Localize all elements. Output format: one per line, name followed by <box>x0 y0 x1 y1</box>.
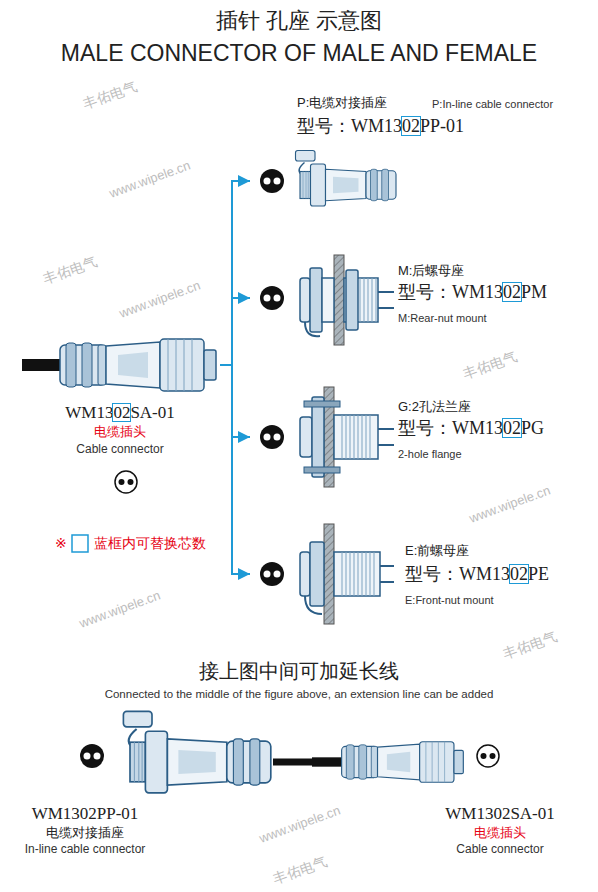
pin-symbol <box>80 744 104 768</box>
note-box <box>72 535 88 552</box>
product-group: WM1302PP-01 电缆对接插座 In-line cable connector <box>8 720 273 860</box>
product-label: 电缆插头 <box>94 425 146 440</box>
product-label: 电缆对接插座 <box>46 826 124 841</box>
core-count-box <box>502 418 522 438</box>
model-number: WM1302SA-01 <box>445 804 555 824</box>
extension-cable <box>273 759 312 766</box>
note-mark: ※ <box>55 535 67 551</box>
model-number: 型号：WM1302PP-01 <box>297 116 464 137</box>
product-label: In-line cable connector <box>25 843 146 857</box>
product-group: WM1302SA-01 电缆插头 Cable connector <box>312 720 590 860</box>
pin-symbol <box>260 286 284 310</box>
branch-arrow <box>220 181 250 365</box>
core-count-box <box>509 564 529 584</box>
product-label: M:Rear-nut mount <box>398 312 487 325</box>
rear-nut-socket <box>300 255 394 345</box>
branch-arrow <box>220 298 250 365</box>
socket-symbol <box>477 745 499 767</box>
subtitle: MALE CONNECTOR OF MALE AND FEMALE <box>61 40 537 66</box>
watermark: 丰佑电气 <box>41 253 99 287</box>
model-number: 型号：WM1302PM <box>398 282 547 303</box>
core-count-box <box>401 116 421 136</box>
product-group: G:2孔法兰座型号：WM1302PG 2-hole flange <box>250 384 592 492</box>
watermark: www.wipele.cn <box>467 483 552 526</box>
product-label: Cable connector <box>76 443 163 457</box>
product-group: P:电缆对接插座 P:In-line cable connector 型号：WM13… <box>250 92 592 230</box>
product-label: G:2孔法兰座 <box>398 400 471 415</box>
branch-arrow <box>220 365 250 574</box>
note-text: 蓝框内可替换芯数 <box>94 535 206 551</box>
cable-plug <box>22 339 216 391</box>
watermark: 丰佑电气 <box>501 628 559 662</box>
watermark: www.wipele.cn <box>107 158 192 201</box>
core-count-box <box>502 282 522 302</box>
product-label: Cable connector <box>456 843 543 857</box>
product-label: P:In-line cable connector <box>432 98 553 111</box>
section-caption: Connected to the middle of the figure ab… <box>105 688 494 701</box>
front-nut-socket <box>300 524 394 624</box>
title: 插针 孔座 示意图 <box>216 8 382 33</box>
product-label: E:Front-nut mount <box>405 594 494 607</box>
product-label: 电缆插头 <box>474 826 526 841</box>
inline-socket <box>123 711 270 792</box>
watermark: www.wipele.cn <box>77 588 162 631</box>
watermark: www.wipele.cn <box>257 803 342 846</box>
pin-symbol <box>260 169 284 193</box>
watermark: 丰佑电气 <box>461 348 519 382</box>
flange-socket <box>300 387 394 487</box>
watermark: www.wipele.cn <box>117 278 202 321</box>
model-number: 型号：WM1302PG <box>398 418 544 439</box>
product-group: E:前螺母座型号：WM1302PE E:Front-nut mount <box>250 522 592 630</box>
product-group: WM1302SA-01 电缆插头 Cable connector <box>20 335 220 465</box>
core-count-box <box>112 403 131 422</box>
model-number: WM1302SA-01 <box>65 403 175 423</box>
watermark: 丰佑电气 <box>81 78 139 112</box>
product-label: E:前螺母座 <box>405 544 469 559</box>
product-label: 2-hole flange <box>398 448 462 461</box>
product-label: M:后螺母座 <box>398 264 464 279</box>
watermark: 丰佑电气 <box>271 853 329 887</box>
pin-symbol <box>260 562 284 586</box>
inline-socket <box>296 151 397 207</box>
socket-symbol <box>115 471 137 493</box>
pin-symbol <box>260 425 284 449</box>
product-group: M:后螺母座型号：WM1302PM M:Rear-nut mount <box>250 252 592 348</box>
product-label: P:电缆对接插座 <box>297 96 387 111</box>
model-number: WM1302PP-01 <box>32 804 139 824</box>
model-number: 型号：WM1302PE <box>405 564 549 585</box>
cable-plug <box>312 742 463 783</box>
branch-arrow <box>220 365 250 437</box>
section-heading: 接上图中间可加延长线 <box>199 660 399 683</box>
